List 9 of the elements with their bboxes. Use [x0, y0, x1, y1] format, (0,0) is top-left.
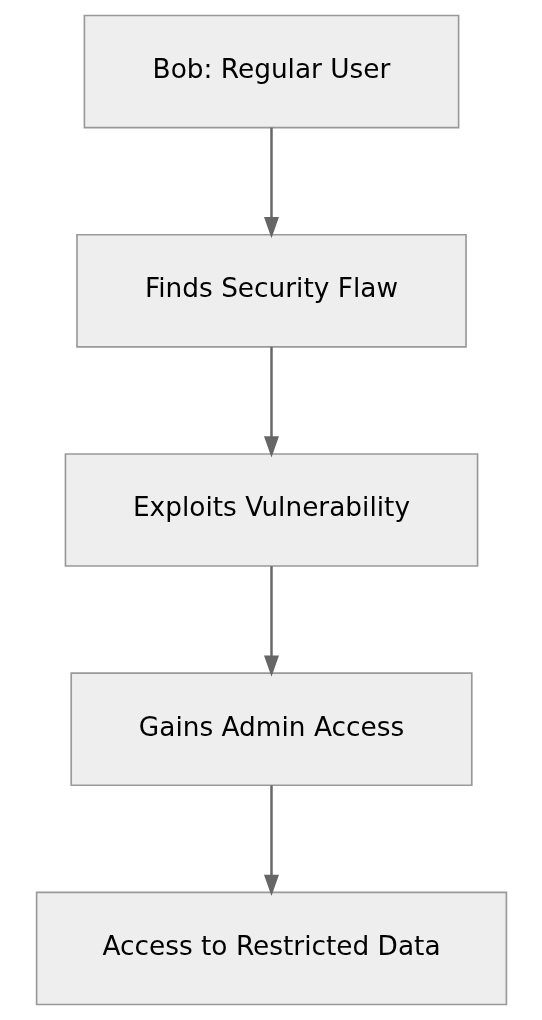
arrow	[263, 785, 279, 897]
arrow	[263, 566, 279, 677]
node-box: Access to Restricted Data	[35, 891, 507, 1006]
arrow	[263, 127, 279, 239]
node-box: Bob: Regular User	[83, 14, 459, 129]
node-box: Finds Security Flaw	[75, 233, 467, 348]
node-box: Gains Admin Access	[69, 672, 473, 787]
arrow	[263, 346, 279, 458]
node-box: Exploits Vulnerability	[64, 453, 478, 567]
